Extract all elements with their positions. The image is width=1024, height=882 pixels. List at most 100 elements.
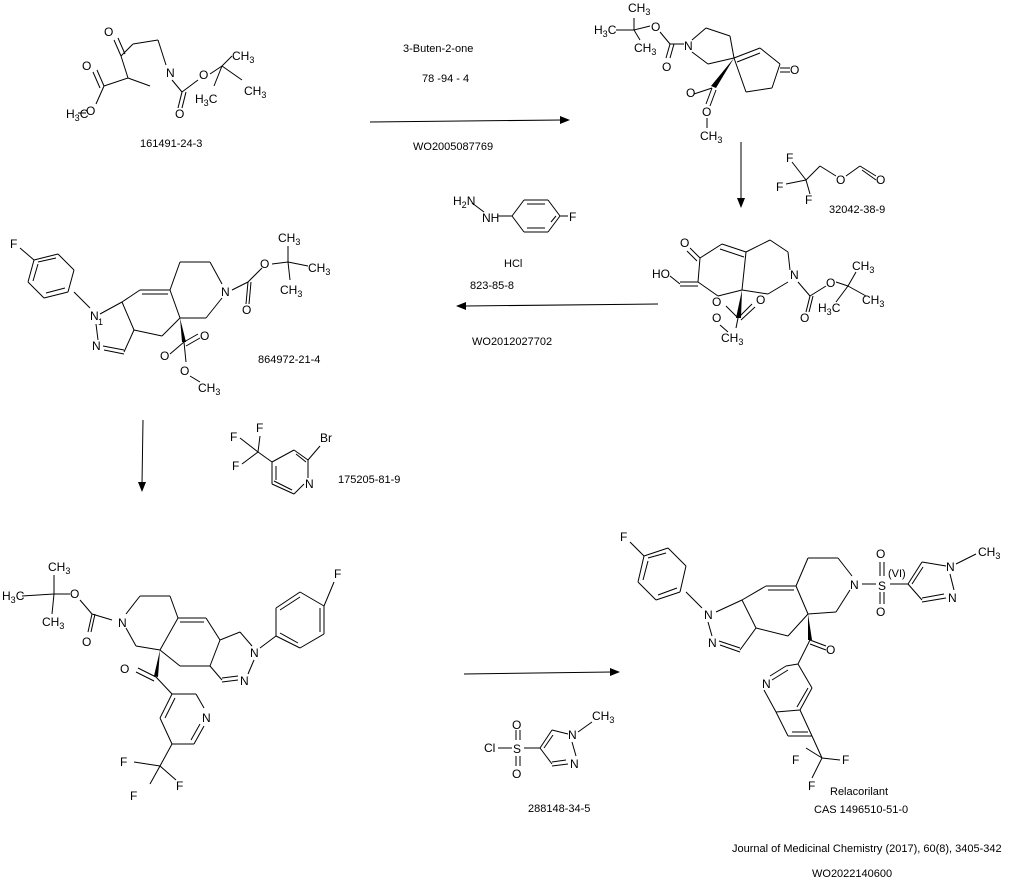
cas-label: 161491-24-3 xyxy=(140,138,202,150)
atom-ho: HO xyxy=(652,267,670,281)
atom-f: F xyxy=(120,755,127,769)
atom-f: F xyxy=(232,459,239,473)
atom-ch3: CH3 xyxy=(244,84,266,100)
patent-reference: WO2022140600 xyxy=(812,868,892,880)
reagent-name: 3-Buten-2-one xyxy=(403,43,473,55)
arrow-head xyxy=(737,198,745,208)
atom-f: F xyxy=(176,779,183,793)
arrow-head xyxy=(138,482,146,492)
reaction-arrow xyxy=(463,671,613,675)
atom-n: N xyxy=(250,646,259,660)
arrow-head xyxy=(610,668,620,676)
atom-n: N xyxy=(790,268,799,282)
reaction-arrow xyxy=(141,419,144,485)
atom-ch3: CH3 xyxy=(592,709,614,725)
reaction-arrow xyxy=(369,119,563,123)
structure-pyrazole-boc: F N 1 N N O O xyxy=(10,231,330,397)
arrow-head xyxy=(456,302,466,310)
reagent-cas: 78 -94 - 4 xyxy=(422,73,469,85)
product-name: Relacorilant xyxy=(830,786,888,798)
atom-ch3: CH3 xyxy=(280,283,302,299)
atom-o: O xyxy=(790,63,799,77)
atom-n: N xyxy=(948,591,957,605)
atom-n: N xyxy=(166,66,175,80)
atom-o: O xyxy=(686,86,695,100)
product-cas: CAS 1496510-51-0 xyxy=(814,804,908,816)
atom-n: N xyxy=(202,711,211,725)
stereo-wedge xyxy=(736,290,742,318)
atom-o: O xyxy=(876,173,885,187)
atom-ch3: CH3 xyxy=(42,615,64,631)
atom-f: F xyxy=(786,151,793,165)
stereo-wedge xyxy=(180,318,186,342)
reagent-salt: HCl xyxy=(504,258,522,270)
oxidation-label: (VI) xyxy=(888,568,906,580)
atom-o: O xyxy=(712,295,721,309)
atom-ch3: H3C xyxy=(195,92,218,108)
atom-o: O xyxy=(662,60,671,74)
atom-o: O xyxy=(876,605,885,619)
atom-ch3: H3C xyxy=(2,589,25,605)
patent-label: WO2005087769 xyxy=(413,141,493,153)
atom-f: F xyxy=(10,237,17,251)
atom-ch3: CH3 xyxy=(634,41,656,57)
atom-s: S xyxy=(513,742,521,756)
atom-n: N xyxy=(568,728,577,742)
atom-ch3: H3C xyxy=(818,301,841,317)
atom-n: N xyxy=(92,339,101,353)
stereo-wedge xyxy=(154,650,160,677)
reagent-cas: 823-85-8 xyxy=(470,280,514,292)
atom-o: O xyxy=(512,718,521,732)
atom-o: O xyxy=(836,173,845,187)
reagent-sulfonyl-chloride: Cl S O O N CH3 N xyxy=(484,709,614,781)
atom-n: N xyxy=(684,39,693,53)
atom-o: O xyxy=(680,236,689,250)
atom-o: O xyxy=(512,767,521,781)
atom-n: N xyxy=(90,309,99,323)
atom-o: O xyxy=(826,276,835,290)
atom-ch3: CH3 xyxy=(721,331,743,347)
atom-o: O xyxy=(651,20,660,34)
atom-o: O xyxy=(199,68,208,82)
atom-o: O xyxy=(160,349,169,363)
atom-ch3: CH3 xyxy=(862,293,884,309)
atom-ch3: CH3 xyxy=(48,560,70,576)
structure-enone: CH3 H3C CH3 O O N O O O CH3 xyxy=(594,1,799,145)
atom-n: N xyxy=(762,677,771,691)
atom-o: O xyxy=(82,635,91,649)
structure-hydroxymethylene: O HO N O O O CH3 O O xyxy=(652,236,884,347)
atom-o: O xyxy=(86,104,95,118)
stereo-wedge xyxy=(711,58,734,88)
structure-ketone-boc: CH3 H3C CH3 O O N N N xyxy=(2,560,341,803)
atom-o: O xyxy=(756,293,765,307)
atom-f: F xyxy=(569,210,576,224)
atom-o: O xyxy=(104,25,113,39)
atom-s: S xyxy=(878,579,886,593)
atom-o: O xyxy=(876,547,885,561)
atom-o: O xyxy=(242,303,251,317)
cas-label: 864972-21-4 xyxy=(258,354,320,366)
atom-ch3: CH3 xyxy=(232,49,254,65)
atom-n: N xyxy=(946,560,955,574)
journal-reference: Journal of Medicinal Chemistry (2017), 6… xyxy=(732,843,1002,855)
atom-n: N xyxy=(570,757,579,771)
atom-f: F xyxy=(842,753,849,767)
atom-n: N xyxy=(708,636,717,650)
atom-ch3: CH3 xyxy=(198,381,220,397)
atom-n: N xyxy=(240,674,249,688)
atom-ch3: H3C xyxy=(66,107,89,123)
atom-n: N xyxy=(221,285,230,299)
atom-label-1: 1 xyxy=(98,317,103,327)
atom-o: O xyxy=(826,643,835,657)
atom-o: O xyxy=(702,105,711,119)
atom-n: N xyxy=(704,608,713,622)
atom-o: O xyxy=(200,329,209,343)
atom-f: F xyxy=(776,180,783,194)
reagent-cas: 288148-34-5 xyxy=(528,803,590,815)
atom-ch3: CH3 xyxy=(700,129,722,145)
atom-h2n: H2N xyxy=(453,194,475,210)
atom-n: N xyxy=(305,477,314,491)
arrow-head xyxy=(560,116,570,124)
atom-ch3: CH3 xyxy=(278,231,300,247)
